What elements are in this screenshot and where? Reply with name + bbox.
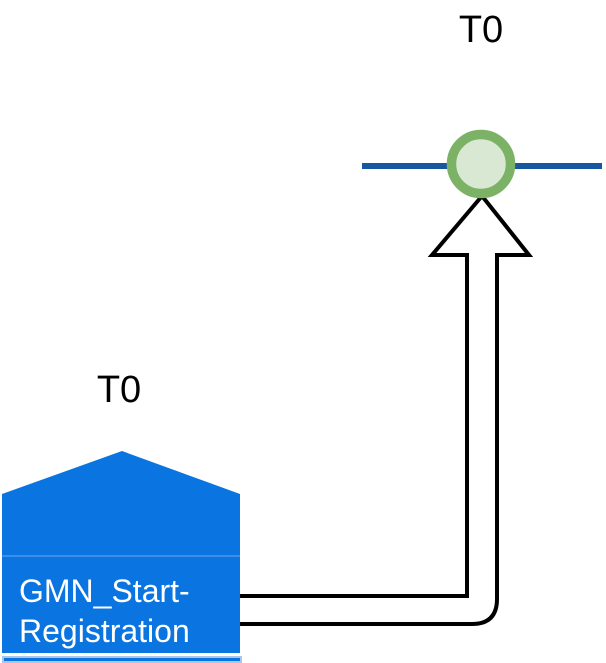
station-block[interactable] <box>2 451 240 653</box>
flow-arrow[interactable] <box>234 192 534 626</box>
transition-label: T0 <box>458 9 504 51</box>
next-station-block-partial[interactable] <box>2 656 242 663</box>
station-name: GMN_Start- Registration <box>2 571 240 651</box>
station-time-label: T0 <box>96 369 142 411</box>
place-node[interactable] <box>446 129 516 199</box>
station-name-line2: Registration <box>19 613 190 649</box>
station-name-line1: GMN_Start- <box>19 573 190 609</box>
